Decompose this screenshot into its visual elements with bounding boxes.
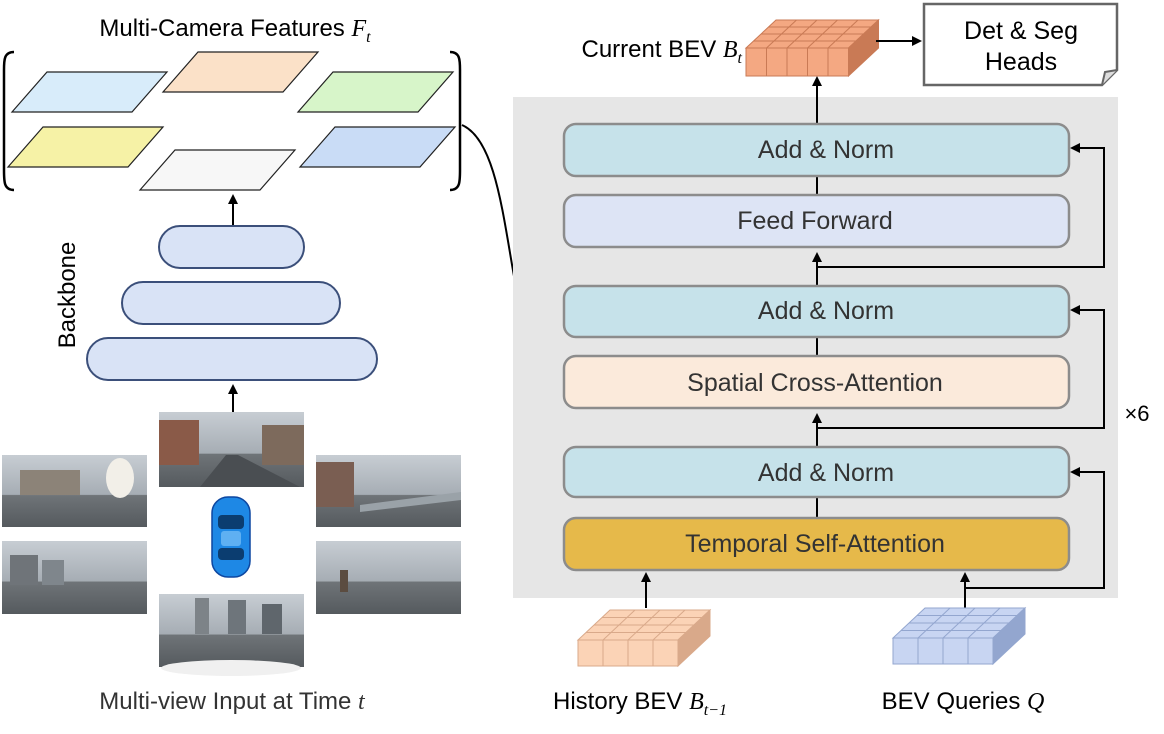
backbone-label: Backbone: [54, 242, 81, 349]
add-norm-top-block: Add & Norm: [562, 122, 1071, 178]
camera-image-back-right: [316, 541, 461, 614]
repeat-label: ×6: [1124, 401, 1149, 426]
input-caption: Multi-view Input at Time t: [99, 688, 366, 715]
camera-image-back: [159, 594, 304, 676]
features-title: Multi-Camera Features Ft: [99, 15, 371, 46]
left-bracket: [2, 50, 15, 192]
temporal-self-attention-block: Temporal Self-Attention: [562, 516, 1071, 572]
feed-forward-block: Feed Forward: [562, 193, 1071, 249]
spatial-cross-attention-block: Spatial Cross-Attention: [562, 354, 1071, 410]
camera-image-back-left: [2, 541, 147, 614]
det-seg-heads-box: Det & Seg Heads: [922, 2, 1119, 87]
svg-text:Add & Norm: Add & Norm: [758, 297, 894, 325]
svg-text:Spatial Cross-Attention: Spatial Cross-Attention: [687, 369, 943, 397]
current-bev-label: Current BEV Bt: [581, 36, 742, 67]
svg-text:Feed Forward: Feed Forward: [737, 207, 893, 235]
bev-queries-label: BEV Queries Q: [882, 688, 1045, 715]
svg-text:Add & Norm: Add & Norm: [758, 136, 894, 164]
encoder-panel: [513, 97, 1118, 598]
residual-3-arrow: [817, 143, 1105, 268]
ego-car-icon: [211, 496, 251, 578]
backbone-layer-mid: [121, 281, 341, 325]
camera-image-front-right: [316, 455, 461, 527]
heads-line1: Det & Seg: [964, 17, 1078, 45]
bev-queries-grid: [891, 606, 1027, 666]
camera-image-front-left: [2, 455, 147, 527]
history-bev-grid: [576, 608, 712, 668]
right-bracket: [449, 50, 462, 192]
feature-plane: [138, 149, 297, 191]
heads-line2: Heads: [985, 48, 1057, 76]
camera-images: [2, 412, 461, 676]
feature-plane: [161, 51, 320, 93]
feature-plane: [10, 71, 169, 113]
residual-2-arrow: [817, 305, 1105, 429]
history-bev-label: History BEV Bt−1: [553, 688, 727, 719]
feature-planes: [6, 51, 457, 191]
svg-text:Temporal Self-Attention: Temporal Self-Attention: [685, 530, 945, 558]
feature-plane: [6, 126, 165, 168]
backbone-layer-bottom: [86, 337, 378, 381]
feature-plane: [296, 71, 455, 113]
add-norm-bottom-block: Add & Norm: [562, 445, 1071, 499]
camera-image-front: [159, 412, 304, 487]
feature-plane: [298, 126, 457, 168]
backbone-layer-top: [158, 225, 305, 269]
svg-text:Add & Norm: Add & Norm: [758, 459, 894, 487]
current-bev-grid: [744, 18, 880, 78]
add-norm-mid-block: Add & Norm: [562, 284, 1071, 339]
